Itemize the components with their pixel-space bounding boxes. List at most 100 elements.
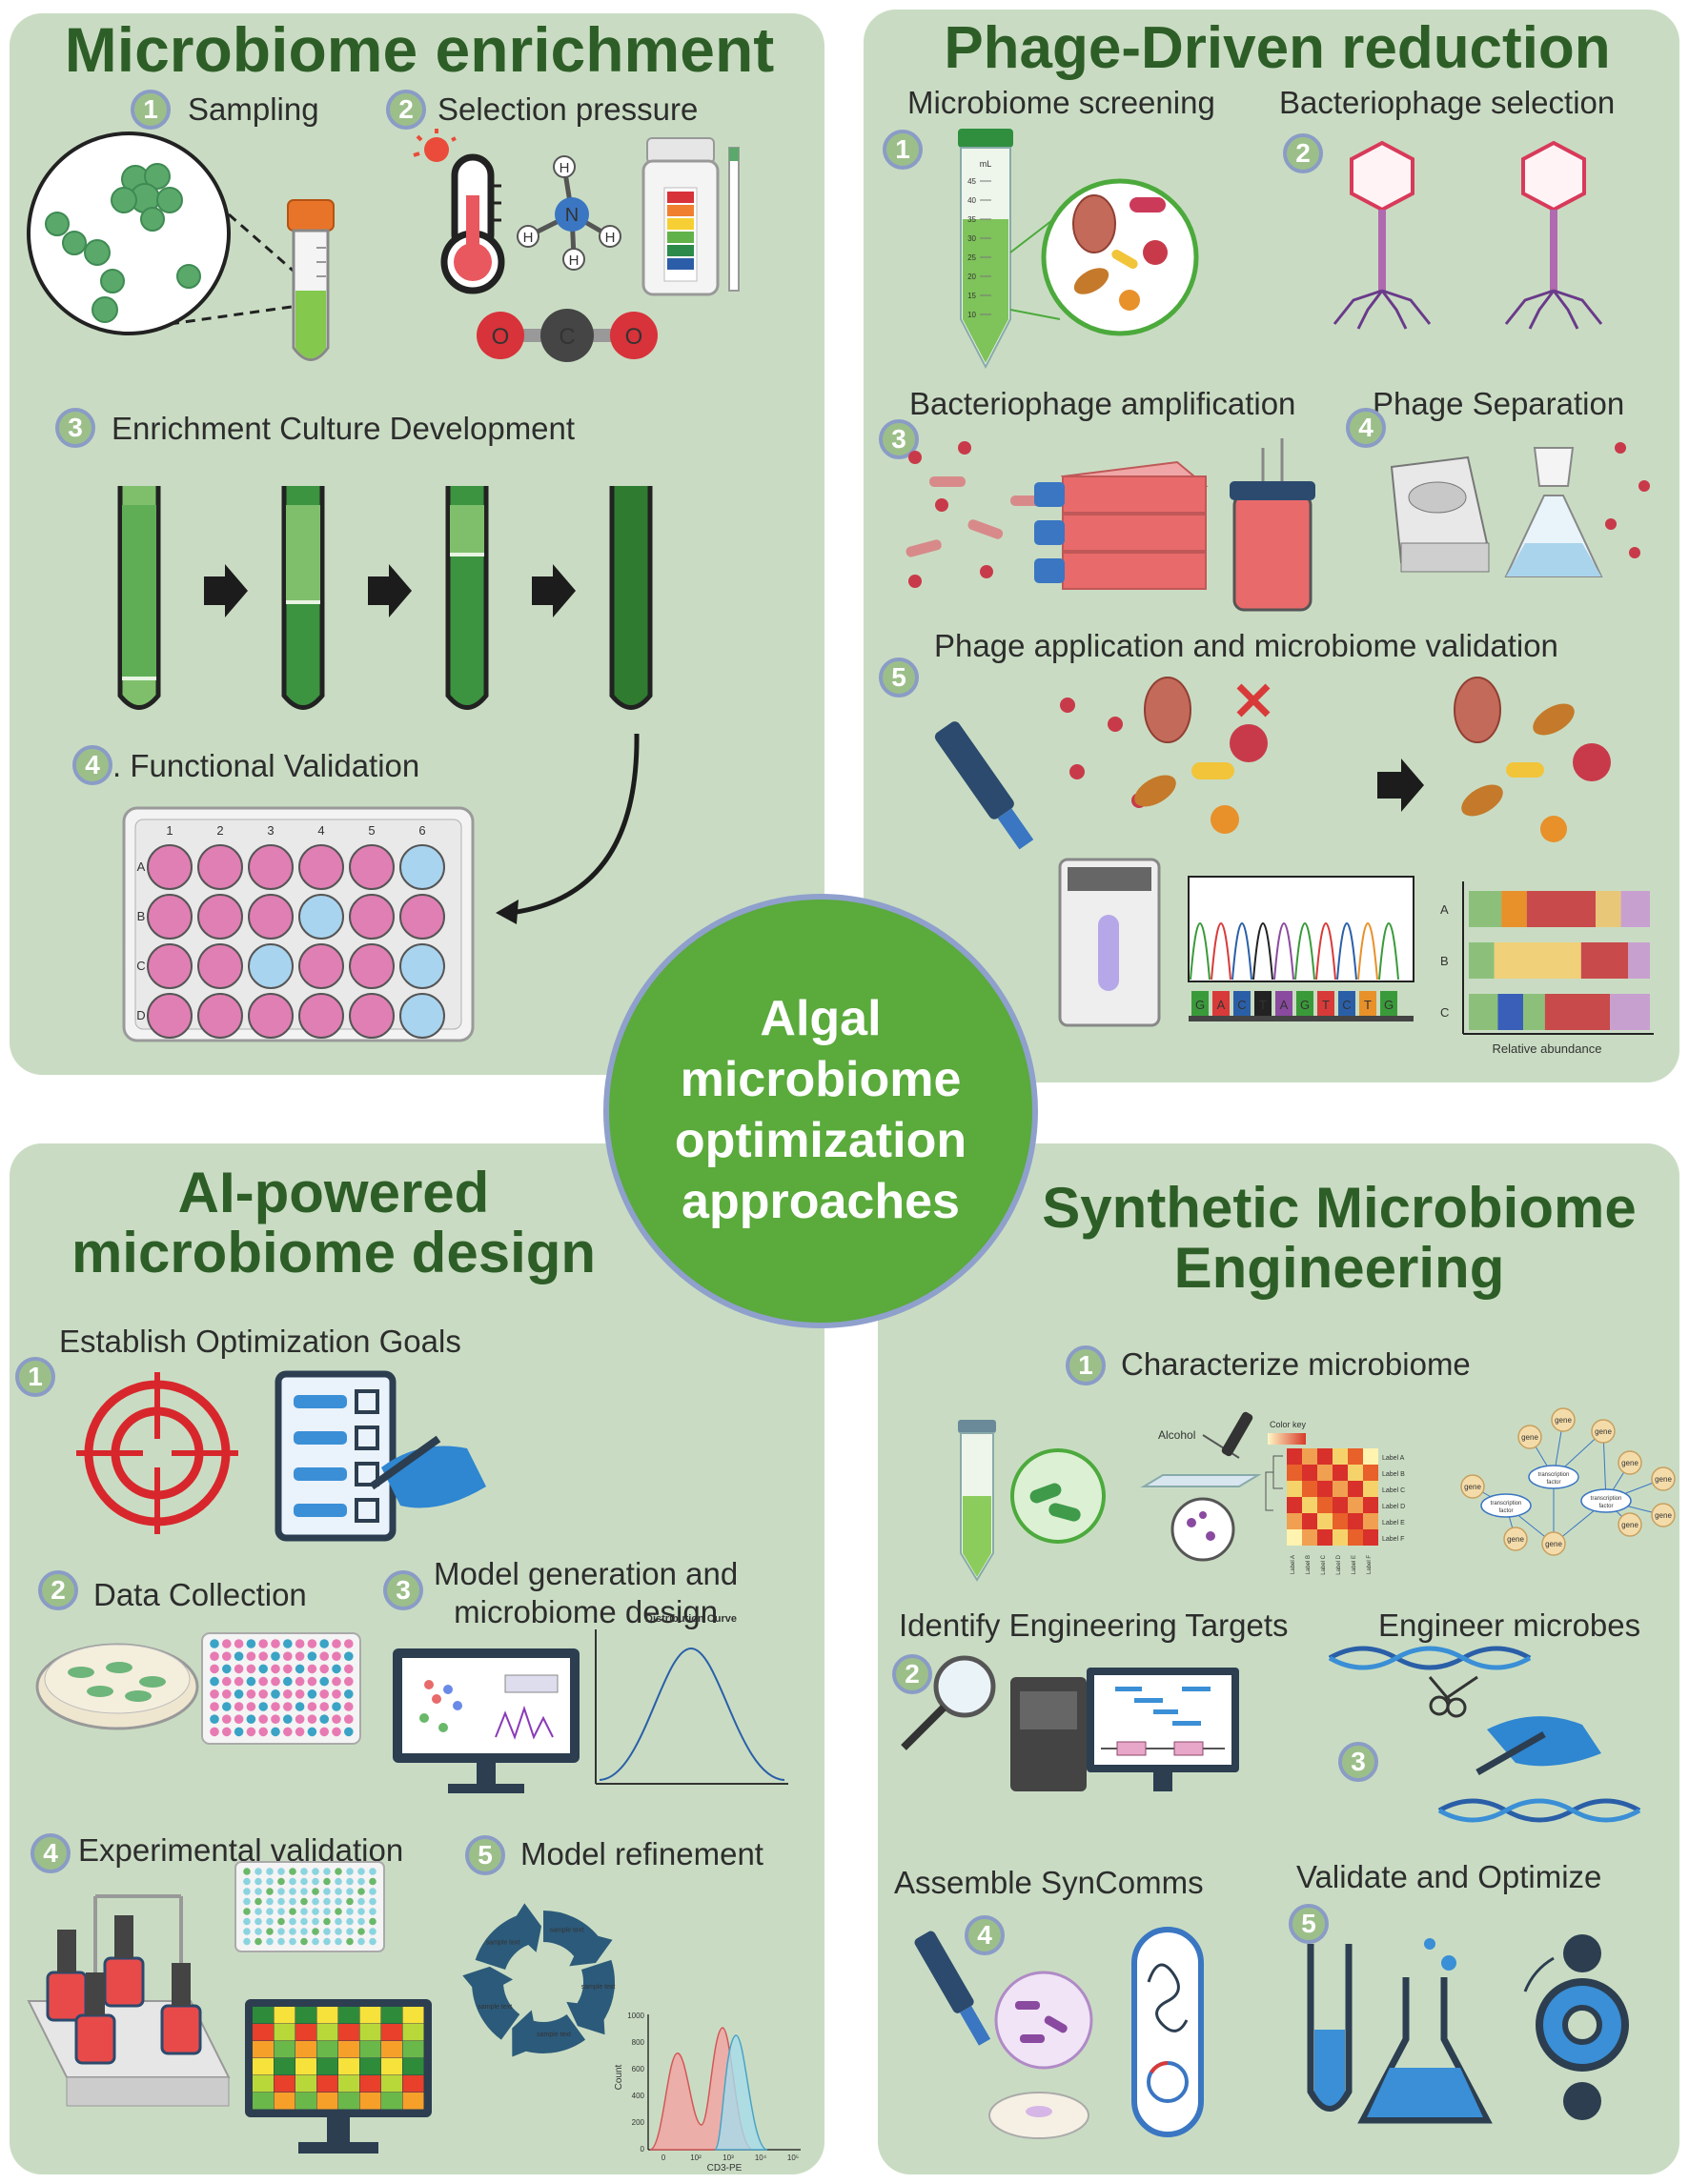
plate384-well: [277, 1908, 285, 1915]
plate-row-label: A: [137, 859, 146, 874]
syn-heatmap-cell: [1302, 1481, 1317, 1497]
plate-row-label: C: [136, 959, 145, 973]
histogram-y-tick: 400: [632, 2092, 645, 2100]
abundance-row-label: B: [1440, 954, 1449, 968]
plate384-well: [357, 1897, 365, 1906]
well-plate-96: [201, 1632, 361, 1745]
step-label-functional-validation: . Functional Validation: [112, 748, 420, 783]
plate384-well: [266, 1928, 274, 1935]
cycle-arrow-segment: [475, 1903, 542, 1971]
syn-heatmap-row-label: Label A: [1382, 1455, 1405, 1462]
syn-heatmap-col-label: Label E: [1352, 1555, 1357, 1574]
bacteriophage-icon: [1333, 140, 1432, 330]
heatmap-cell: [316, 2058, 338, 2075]
abundance-segment: [1501, 891, 1527, 927]
plate384-well: [323, 1897, 331, 1906]
atom-o: O: [492, 324, 510, 350]
sequence-base-block: [1212, 991, 1230, 1016]
plate384-well: [289, 1928, 296, 1935]
syn-heatmap-cell: [1302, 1513, 1317, 1529]
plate384-well: [357, 1917, 365, 1926]
plate96-well: [222, 1639, 232, 1648]
plate384-well: [346, 1917, 354, 1926]
abundance-row-label: A: [1440, 902, 1449, 917]
plate384-well: [277, 1917, 285, 1926]
bacteriophage-icon: [1504, 140, 1603, 330]
heatmap-cell: [359, 2093, 381, 2110]
heatmap-cell: [295, 2007, 316, 2024]
bioreactor-array-illustration: [27, 1894, 231, 2107]
syn-heatmap-cell: [1333, 1448, 1348, 1465]
plate384-well: [312, 1928, 319, 1935]
plate384-well: [300, 1888, 308, 1895]
cycle-segment-label: sample text: [486, 1939, 520, 1946]
plate384-well: [289, 1888, 296, 1895]
plate96-well: [307, 1702, 317, 1711]
cycle-arrow-segment: [462, 1966, 520, 2040]
plate384-well: [357, 1888, 365, 1895]
plate384-well: [266, 1937, 274, 1946]
atom-h: H: [560, 160, 570, 176]
ph-strip-jar-icon: [641, 137, 740, 296]
tube-mark-label: 30: [967, 234, 976, 243]
heatmap-cell: [253, 2041, 274, 2058]
synthetic-title: Synthetic Microbiome Engineering: [991, 1178, 1687, 1298]
plate96-well: [234, 1714, 244, 1724]
tube-mark-label: 25: [967, 253, 976, 262]
sequence-base: A: [1217, 998, 1226, 1012]
plate384-well: [357, 1868, 365, 1875]
plate96-well: [295, 1639, 305, 1648]
gene-label: gene: [1621, 1521, 1638, 1529]
gene-node: [1503, 1527, 1528, 1551]
step-number-badge: 1: [131, 90, 171, 130]
plate384-well: [323, 1888, 331, 1895]
step-label-bacteriophage-amplification: Bacteriophage amplification: [909, 386, 1296, 421]
chromatogram-peak: [1315, 922, 1336, 981]
plate384-well: [243, 1888, 251, 1895]
chromatogram-peak: [1231, 922, 1252, 981]
enrichment-culture-tubes: [117, 486, 653, 710]
heatmap-cell: [253, 2093, 274, 2110]
plate96-well: [295, 1702, 305, 1711]
abundance-segment: [1469, 994, 1498, 1030]
step-number-badge: 2: [1283, 133, 1323, 173]
sequence-base-block: [1317, 991, 1334, 1016]
plate-row-label: B: [137, 909, 146, 923]
plate96-well: [332, 1664, 341, 1674]
syn-heatmap-cell: [1287, 1513, 1302, 1529]
step-label-microbiome-screening: Microbiome screening: [907, 85, 1215, 120]
abundance-segment: [1523, 994, 1545, 1030]
heatmap-cell: [381, 2024, 402, 2041]
plate96-well: [234, 1664, 244, 1674]
syn-heatmap-cell: [1287, 1465, 1302, 1481]
plate-well: [197, 894, 243, 940]
abundance-segment: [1544, 994, 1611, 1030]
plate96-well: [283, 1702, 293, 1711]
gene-node: [1551, 1407, 1576, 1432]
sequence-base-block: [1338, 991, 1355, 1016]
model-generation-line: Model generation and: [434, 1556, 739, 1591]
syn-heatmap-cell: [1333, 1513, 1348, 1529]
syn-heatmap-cell: [1363, 1481, 1378, 1497]
heatmap-cell: [253, 2024, 274, 2041]
plate-well: [298, 894, 344, 940]
plate384-well: [254, 1928, 262, 1935]
tube-mark-label: 45: [967, 177, 976, 186]
plate96-well: [246, 1714, 256, 1724]
plate96-well: [210, 1676, 219, 1687]
plate-column-label: 6: [418, 823, 425, 838]
well-plate-384: [234, 1861, 385, 1952]
heatmap-cell: [253, 2058, 274, 2075]
monitor-cluster-icon: [393, 1648, 580, 1793]
ai-title-line: AI-powered: [177, 1161, 490, 1224]
atom-c: C: [559, 324, 575, 350]
syn-heatmap-cell: [1363, 1529, 1378, 1546]
heatmap-cell: [253, 2075, 274, 2093]
plate96-well: [319, 1651, 329, 1661]
plate96-well: [210, 1702, 219, 1711]
chromatogram-peak: [1190, 922, 1211, 981]
color-key-label: Color key: [1270, 1420, 1307, 1429]
plate384-well: [369, 1937, 376, 1946]
target-identification-illustration: [901, 1655, 1239, 1791]
